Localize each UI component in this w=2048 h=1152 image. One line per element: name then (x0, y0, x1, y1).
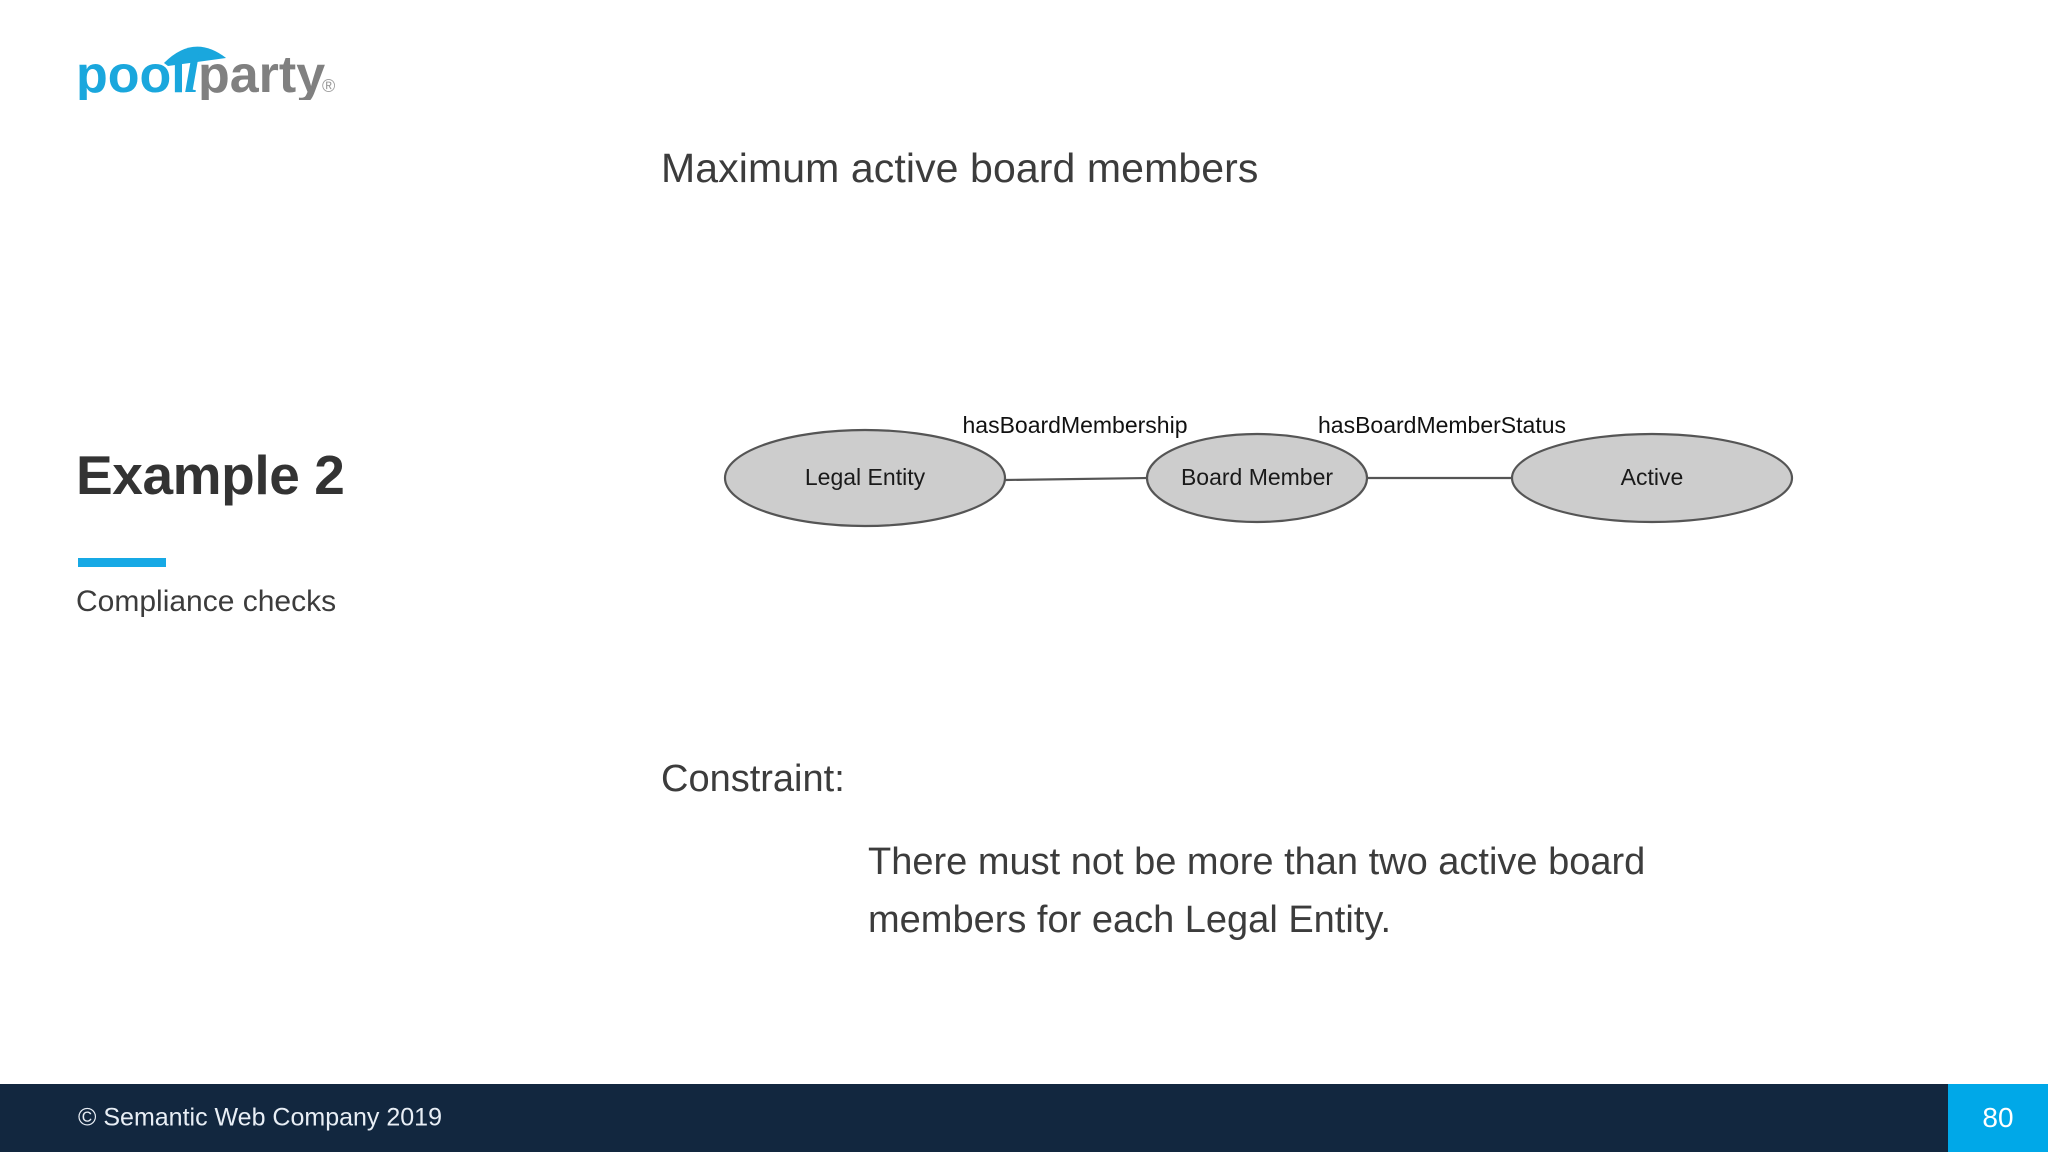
node-active[interactable] (1510, 432, 1794, 524)
edge-label-has-board-member-status: hasBoardMemberStatus (1318, 412, 1566, 438)
slide-title: Maximum active board members (661, 145, 1259, 191)
logo-text-pool: pool (76, 46, 186, 100)
registered-trademark-icon: ® (322, 76, 335, 96)
edge-label-has-board-membership: hasBoardMembership (962, 412, 1187, 438)
constraint-text: There must not be more than two active b… (868, 841, 1646, 941)
edge-legal-entity-board-member (1004, 476, 1148, 482)
accent-divider (78, 558, 166, 567)
node-legal-entity[interactable] (723, 428, 1007, 528)
footer-copyright: © Semantic Web Company 2019 (78, 1103, 442, 1132)
footer-bar: © Semantic Web Company 2019 80 (0, 1084, 2048, 1152)
graph-diagram: hasBoardMembership hasBoardMemberStatus … (630, 408, 1960, 548)
node-label-board-member: Board Member (1181, 464, 1333, 490)
page-number-badge: 80 (1948, 1084, 2048, 1152)
page-title: Example 2 (76, 444, 345, 506)
logo-pole: l (184, 44, 199, 100)
poolparty-logo: pool l party ® (76, 30, 366, 100)
logo-text-party: party (198, 46, 325, 100)
constraint-label: Constraint: (661, 758, 845, 800)
node-board-member[interactable] (1145, 432, 1369, 524)
node-label-legal-entity: Legal Entity (805, 464, 926, 490)
node-label-active: Active (1621, 464, 1684, 490)
page-subtitle: Compliance checks (76, 585, 337, 618)
page-number: 80 (1982, 1102, 2014, 1133)
